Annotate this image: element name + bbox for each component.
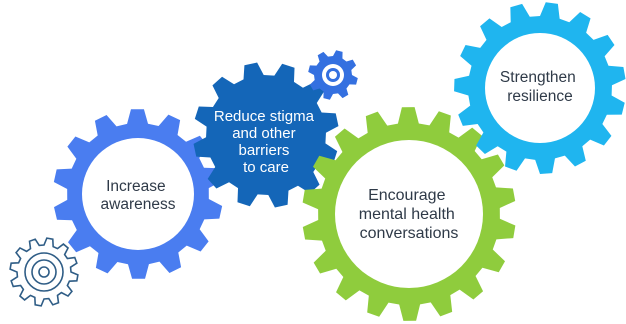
increase-awareness-label: Increase awareness bbox=[101, 178, 176, 213]
encourage-conversations-gear: Encourage mental health conversations bbox=[302, 107, 516, 321]
encourage-conversations-label: Encourage mental health conversations bbox=[359, 187, 460, 242]
reduce-stigma-label: Reduce stigma and other barriers to care bbox=[214, 108, 318, 176]
encourage-conversations-hub bbox=[335, 140, 483, 288]
small-outline-gear-icon bbox=[9, 237, 79, 307]
increase-awareness-gear: Increase awareness bbox=[53, 109, 223, 279]
small-blue-gear-icon bbox=[308, 50, 358, 100]
increase-awareness-hub bbox=[82, 138, 194, 250]
strengthen-resilience-gear: Strengthen resilience bbox=[454, 2, 626, 174]
strengthen-resilience-label: Strengthen resilience bbox=[500, 69, 580, 105]
strengthen-resilience-hub bbox=[485, 33, 595, 143]
reduce-stigma-gear: Reduce stigma and other barriers to care bbox=[193, 62, 339, 208]
